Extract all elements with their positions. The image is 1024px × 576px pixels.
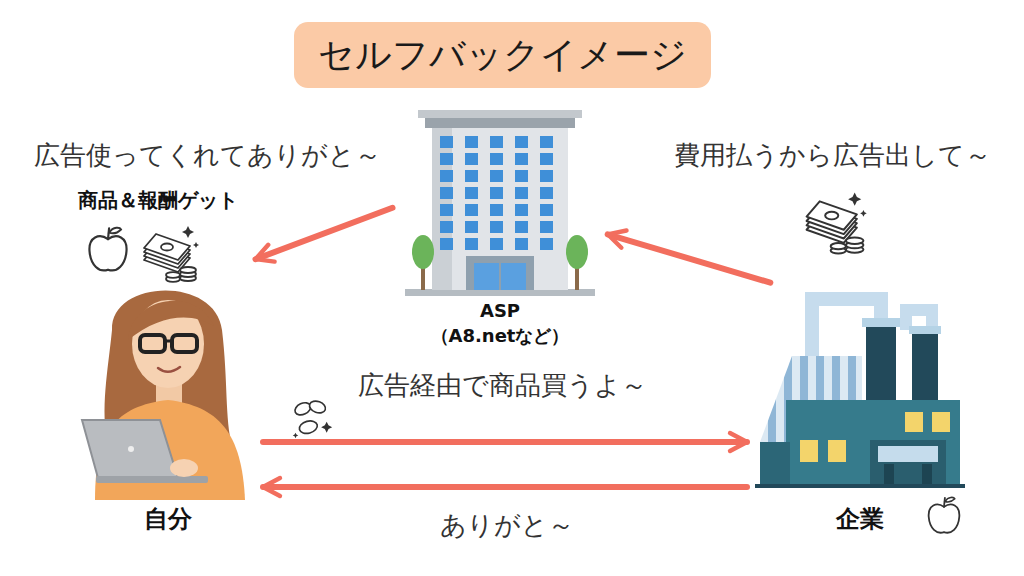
node-label: 自分 xyxy=(144,503,192,535)
person-node: 自分 xyxy=(80,262,255,537)
money-icon xyxy=(144,226,199,282)
money-icon xyxy=(807,193,867,254)
asp-node: ASP（A8.netなど） xyxy=(400,105,600,350)
title-box: セルフバックイメージ xyxy=(294,22,711,88)
asp-building xyxy=(405,110,595,296)
flow-arrow xyxy=(263,484,747,490)
company-factory xyxy=(755,299,965,488)
edge-label: 広告経由で商品買うよ～ xyxy=(354,368,651,403)
node-label: （A8.netなど） xyxy=(431,324,570,348)
node-label: ASP xyxy=(480,299,520,323)
caption-label: 商品＆報酬ゲット xyxy=(74,187,242,214)
title-text: セルフバックイメージ xyxy=(318,31,687,80)
flow-arrow xyxy=(263,439,747,445)
flow-arrow xyxy=(608,234,771,282)
coins-icon xyxy=(293,399,332,438)
edge-label: ありがと～ xyxy=(436,508,578,543)
edge-label: 広告使ってくれてありがと～ xyxy=(30,138,385,173)
apple-icon xyxy=(929,497,960,532)
edge-label: 費用払うから広告出して～ xyxy=(670,138,995,173)
node-label: 企業 xyxy=(836,503,884,535)
flow-arrow xyxy=(255,208,392,259)
apple-icon xyxy=(89,228,126,271)
company-node: 企業 xyxy=(755,285,965,537)
person-figure xyxy=(82,291,245,500)
